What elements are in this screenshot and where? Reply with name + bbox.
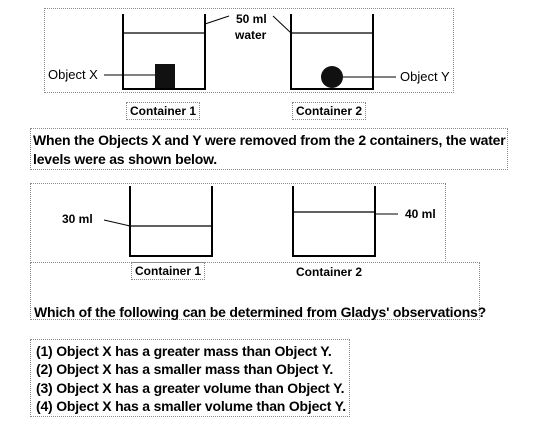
question-frame [30,262,480,320]
option-4[interactable]: (4) Object X has a smaller volume than O… [36,398,346,414]
object-x-cube [155,64,175,88]
option-2[interactable]: (2) Object X has a smaller mass than Obj… [36,361,334,377]
container-1-caption-before: Container 1 [126,102,201,120]
statement-text: When the Objects X and Y were removed fr… [33,132,506,167]
container-1-before [122,14,206,90]
water-callout-amount: 50 ml [236,12,267,26]
water-callout-line-1 [204,15,230,25]
options-frame [30,339,350,417]
water-callout-word: water [235,28,267,42]
container-1-after [129,186,213,257]
diagram-before-frame [44,8,454,93]
container-1-level-pointer [103,219,131,227]
container-2-after [292,186,376,257]
object-y-label: Object Y [400,69,450,84]
container-2-level-label: 40 ml [405,207,436,221]
option-3[interactable]: (3) Object X has a greater volume than O… [36,380,345,396]
question-text: Which of the following can be determined… [34,304,486,320]
container-1-level-label: 30 ml [62,212,93,226]
container-2-caption-after: Container 2 [296,265,363,279]
option-1[interactable]: (1) Object X has a greater mass than Obj… [36,343,332,359]
water-callout-line-2 [272,15,292,34]
object-y-ball [321,66,343,88]
statement-frame [30,128,508,170]
container-2-caption-before: Container 2 [292,102,367,120]
object-x-label: Object X [48,67,98,82]
container-2-before [290,14,374,90]
